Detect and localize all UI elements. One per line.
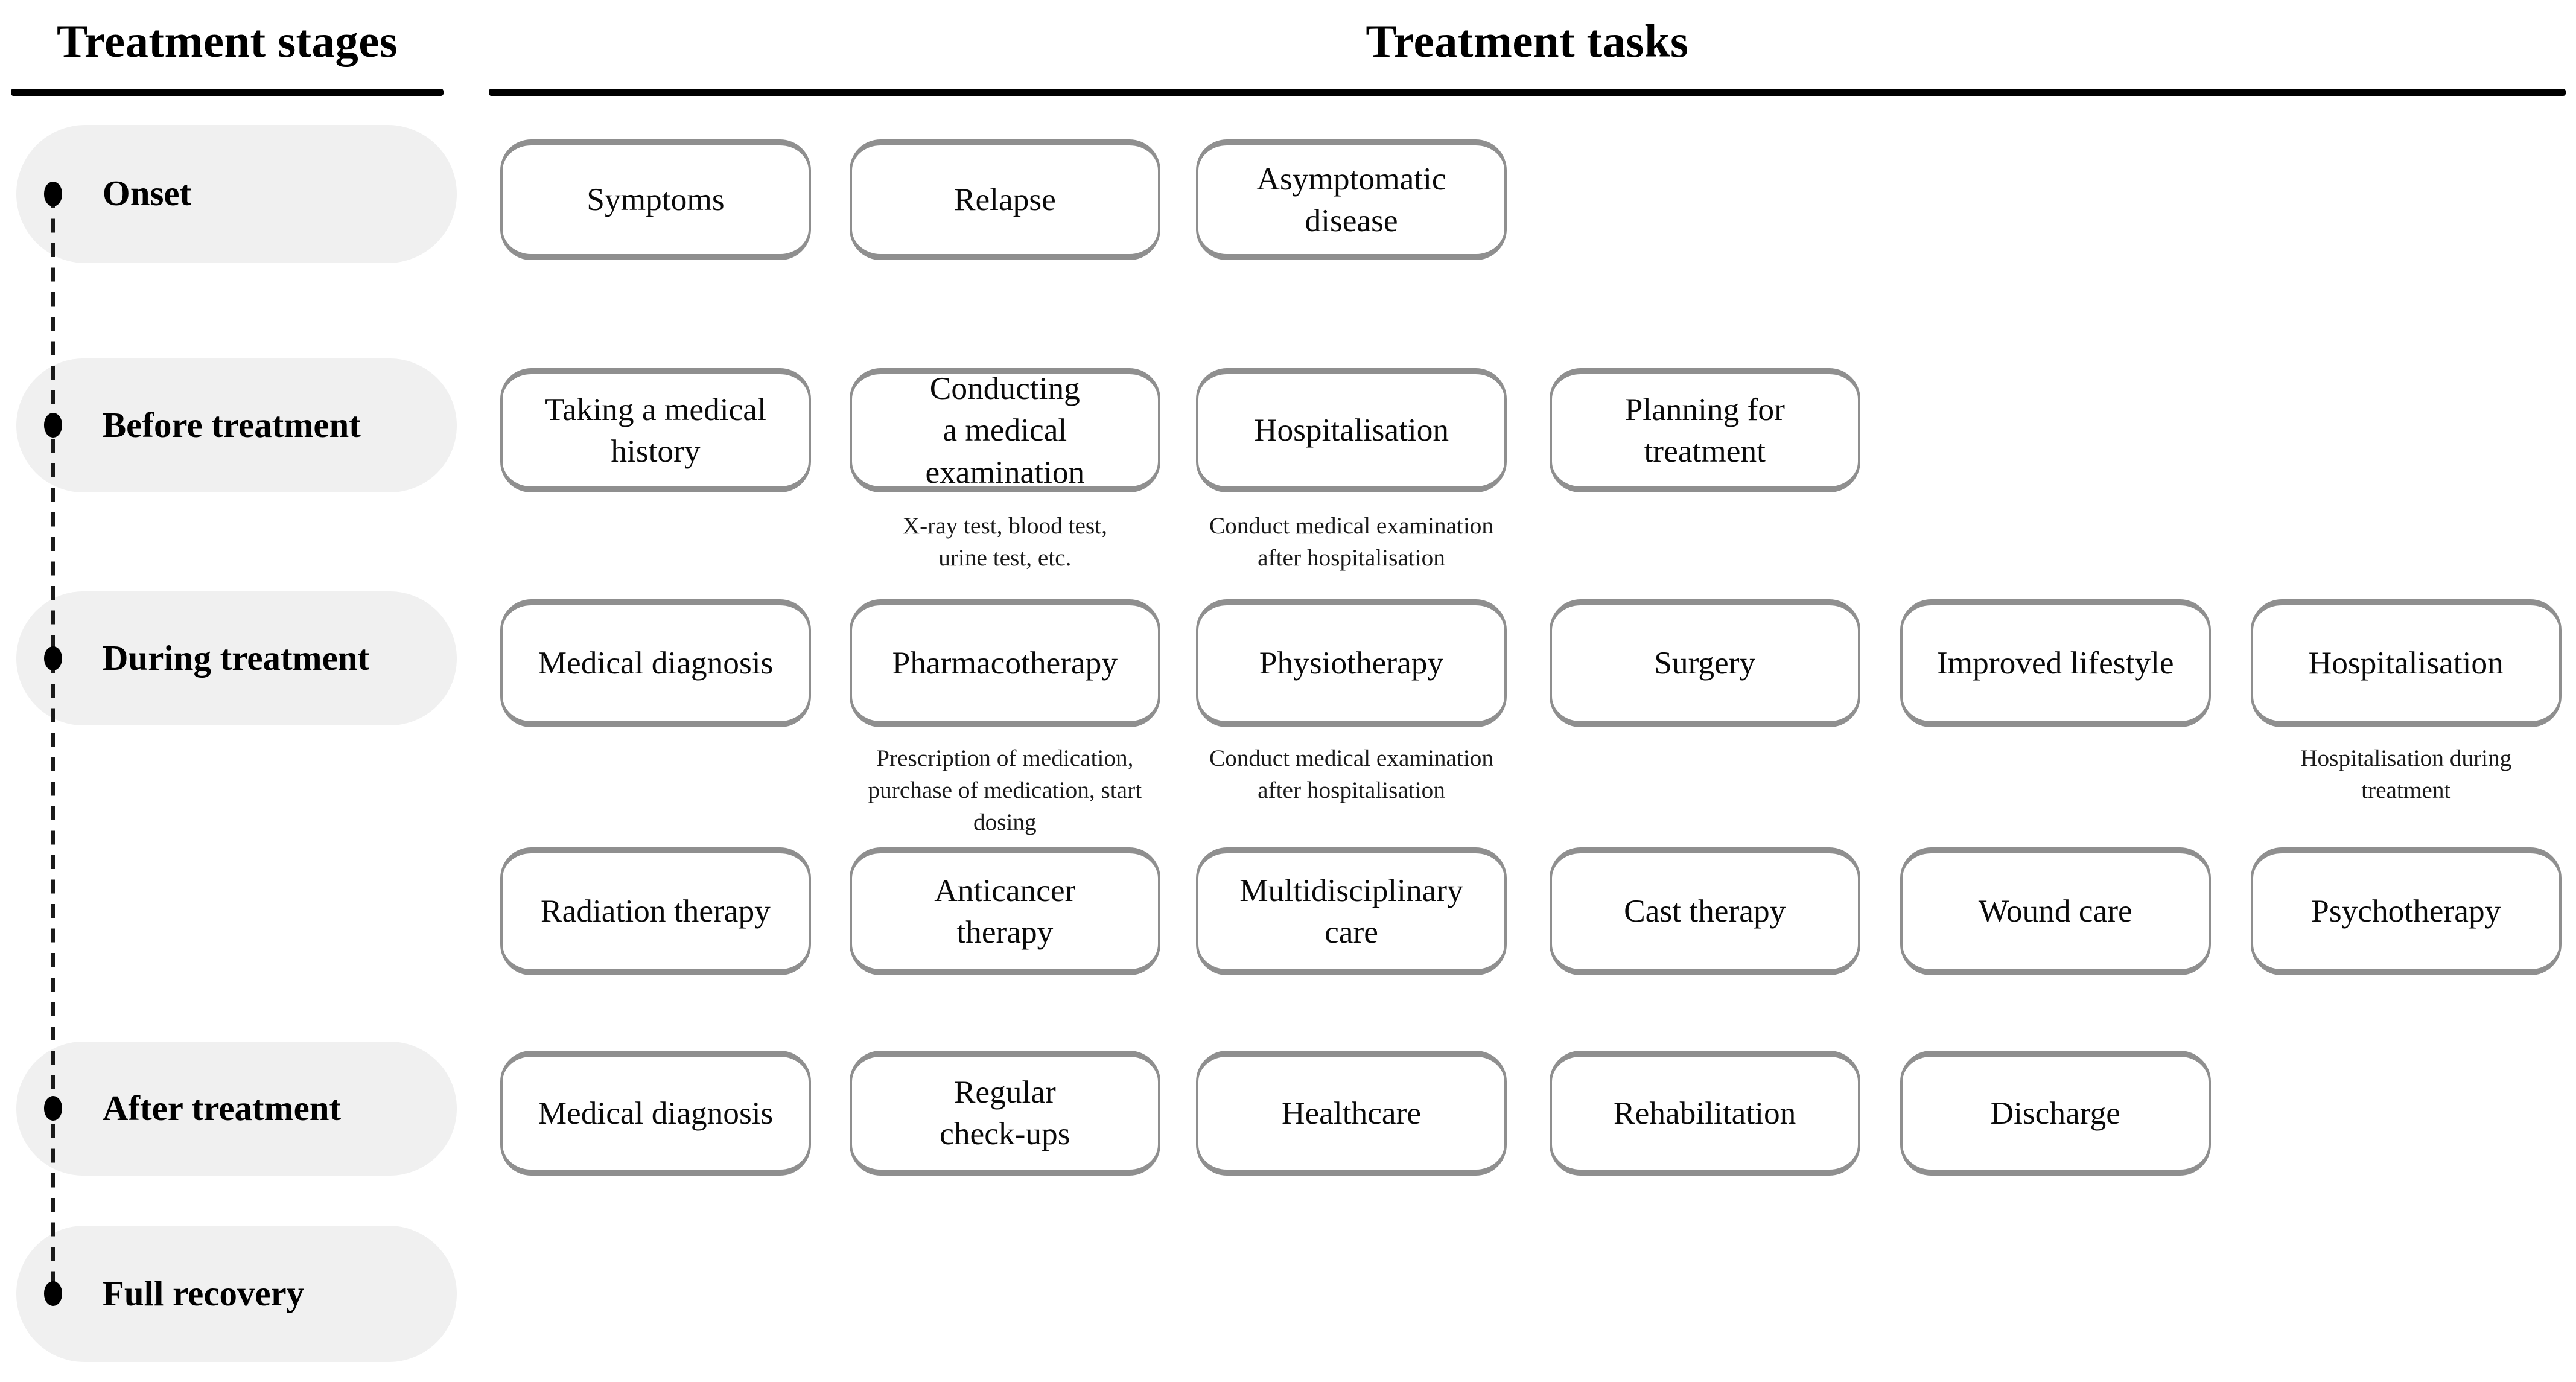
task-box-planning-for-treatment: Planning for treatment — [1549, 368, 1860, 493]
task-box-label: Multidisciplinary care — [1239, 871, 1463, 951]
stage-pill-before-treatment: Before treatment — [16, 358, 457, 492]
stages-column-header: Treatment stages — [56, 16, 398, 68]
timeline-dashed-line — [51, 194, 56, 1294]
stage-label: Full recovery — [102, 1274, 305, 1314]
task-note-medical-examination-tests: X-ray test, blood test, urine test, etc. — [902, 513, 1107, 572]
task-box-surgery: Surgery — [1549, 599, 1860, 728]
task-box-label: Cast therapy — [1624, 893, 1786, 929]
task-box-wound-care: Wound care — [1900, 847, 2211, 976]
task-box-label: Planning for treatment — [1624, 390, 1785, 470]
task-box-conducting-a-medical-examination: Conducting a medical examination — [849, 368, 1160, 493]
task-box-label: Regular check-ups — [940, 1074, 1070, 1152]
task-box-label: Medical diagnosis — [538, 1094, 774, 1131]
stage-label: During treatment — [102, 638, 370, 678]
stage-label: Onset — [102, 174, 192, 214]
task-box-label: Rehabilitation — [1614, 1094, 1796, 1131]
task-box-healthcare: Healthcare — [1196, 1050, 1507, 1176]
task-box-label: Medical diagnosis — [538, 645, 774, 681]
task-box-psychotherapy: Psychotherapy — [2250, 847, 2562, 976]
task-box-label: Radiation therapy — [541, 893, 771, 929]
task-box-asymptomatic-disease: Asymptomatic disease — [1196, 139, 1507, 261]
task-box-label: Asymptomatic disease — [1256, 160, 1446, 239]
task-box-hospitalisation-before: Hospitalisation — [1196, 368, 1507, 493]
task-box-cast-therapy: Cast therapy — [1549, 847, 1860, 976]
stages-header-rule — [10, 89, 444, 97]
stage-pill-after-treatment: After treatment — [16, 1041, 457, 1176]
task-box-label: Physiotherapy — [1259, 645, 1444, 681]
task-note-hospitalisation-before: Conduct medical examination after hospit… — [1209, 513, 1494, 572]
task-box-label: Symptoms — [587, 181, 725, 218]
task-note-hospitalisation-during: Hospitalisation during treatment — [2300, 745, 2512, 804]
task-box-physiotherapy: Physiotherapy — [1196, 599, 1507, 728]
task-box-label: Relapse — [953, 181, 1056, 218]
task-box-label: Pharmacotherapy — [892, 645, 1118, 681]
task-box-label: Hospitalisation — [2308, 645, 2504, 681]
stage-pill-onset: Onset — [16, 125, 457, 263]
task-box-label: Surgery — [1654, 645, 1756, 681]
task-box-discharge: Discharge — [1900, 1050, 2211, 1176]
timeline-bullet-during-treatment — [43, 646, 63, 671]
task-box-radiation-therapy: Radiation therapy — [500, 847, 811, 976]
timeline-bullet-onset — [43, 182, 63, 206]
task-box-taking-a-medical-history: Taking a medical history — [500, 368, 811, 493]
task-box-label: Psychotherapy — [2311, 893, 2501, 929]
task-box-label: Healthcare — [1281, 1094, 1422, 1131]
task-box-hospitalisation-during: Hospitalisation — [2250, 599, 2562, 728]
task-box-multidisciplinary-care: Multidisciplinary care — [1196, 847, 1507, 976]
timeline-bullet-before-treatment — [43, 413, 63, 438]
timeline-bullet-full-recovery — [43, 1281, 63, 1306]
task-box-label: Discharge — [1990, 1094, 2120, 1131]
task-note-pharmacotherapy: Prescription of medication, purchase of … — [868, 745, 1142, 836]
stage-pill-full-recovery: Full recovery — [16, 1226, 457, 1363]
task-box-label: Wound care — [1978, 893, 2132, 929]
stage-label: Before treatment — [102, 405, 361, 445]
timeline-bullet-after-treatment — [43, 1096, 63, 1121]
task-box-label: Improved lifestyle — [1936, 645, 2174, 681]
task-box-medical-diagnosis-after: Medical diagnosis — [500, 1050, 811, 1176]
task-box-rehabilitation: Rehabilitation — [1549, 1050, 1860, 1176]
task-box-regular-check-ups: Regular check-ups — [849, 1050, 1160, 1176]
stage-label: After treatment — [102, 1088, 342, 1128]
task-box-label: Taking a medical history — [545, 390, 766, 470]
stage-pill-during-treatment: During treatment — [16, 591, 457, 726]
task-box-medical-diagnosis-during: Medical diagnosis — [500, 599, 811, 728]
task-box-label: Anticancer therapy — [934, 871, 1076, 951]
task-box-pharmacotherapy: Pharmacotherapy — [849, 599, 1160, 728]
task-box-label: Conducting a medical examination — [925, 370, 1085, 490]
task-box-improved-lifestyle: Improved lifestyle — [1900, 599, 2211, 728]
tasks-column-header: Treatment tasks — [1366, 16, 1689, 68]
task-box-label: Hospitalisation — [1253, 412, 1449, 448]
task-note-physiotherapy: Conduct medical examination after hospit… — [1209, 745, 1494, 804]
task-box-relapse: Relapse — [849, 139, 1160, 261]
task-box-anticancer-therapy: Anticancer therapy — [849, 847, 1160, 976]
task-box-symptoms: Symptoms — [500, 139, 811, 261]
tasks-header-rule — [488, 89, 2566, 97]
